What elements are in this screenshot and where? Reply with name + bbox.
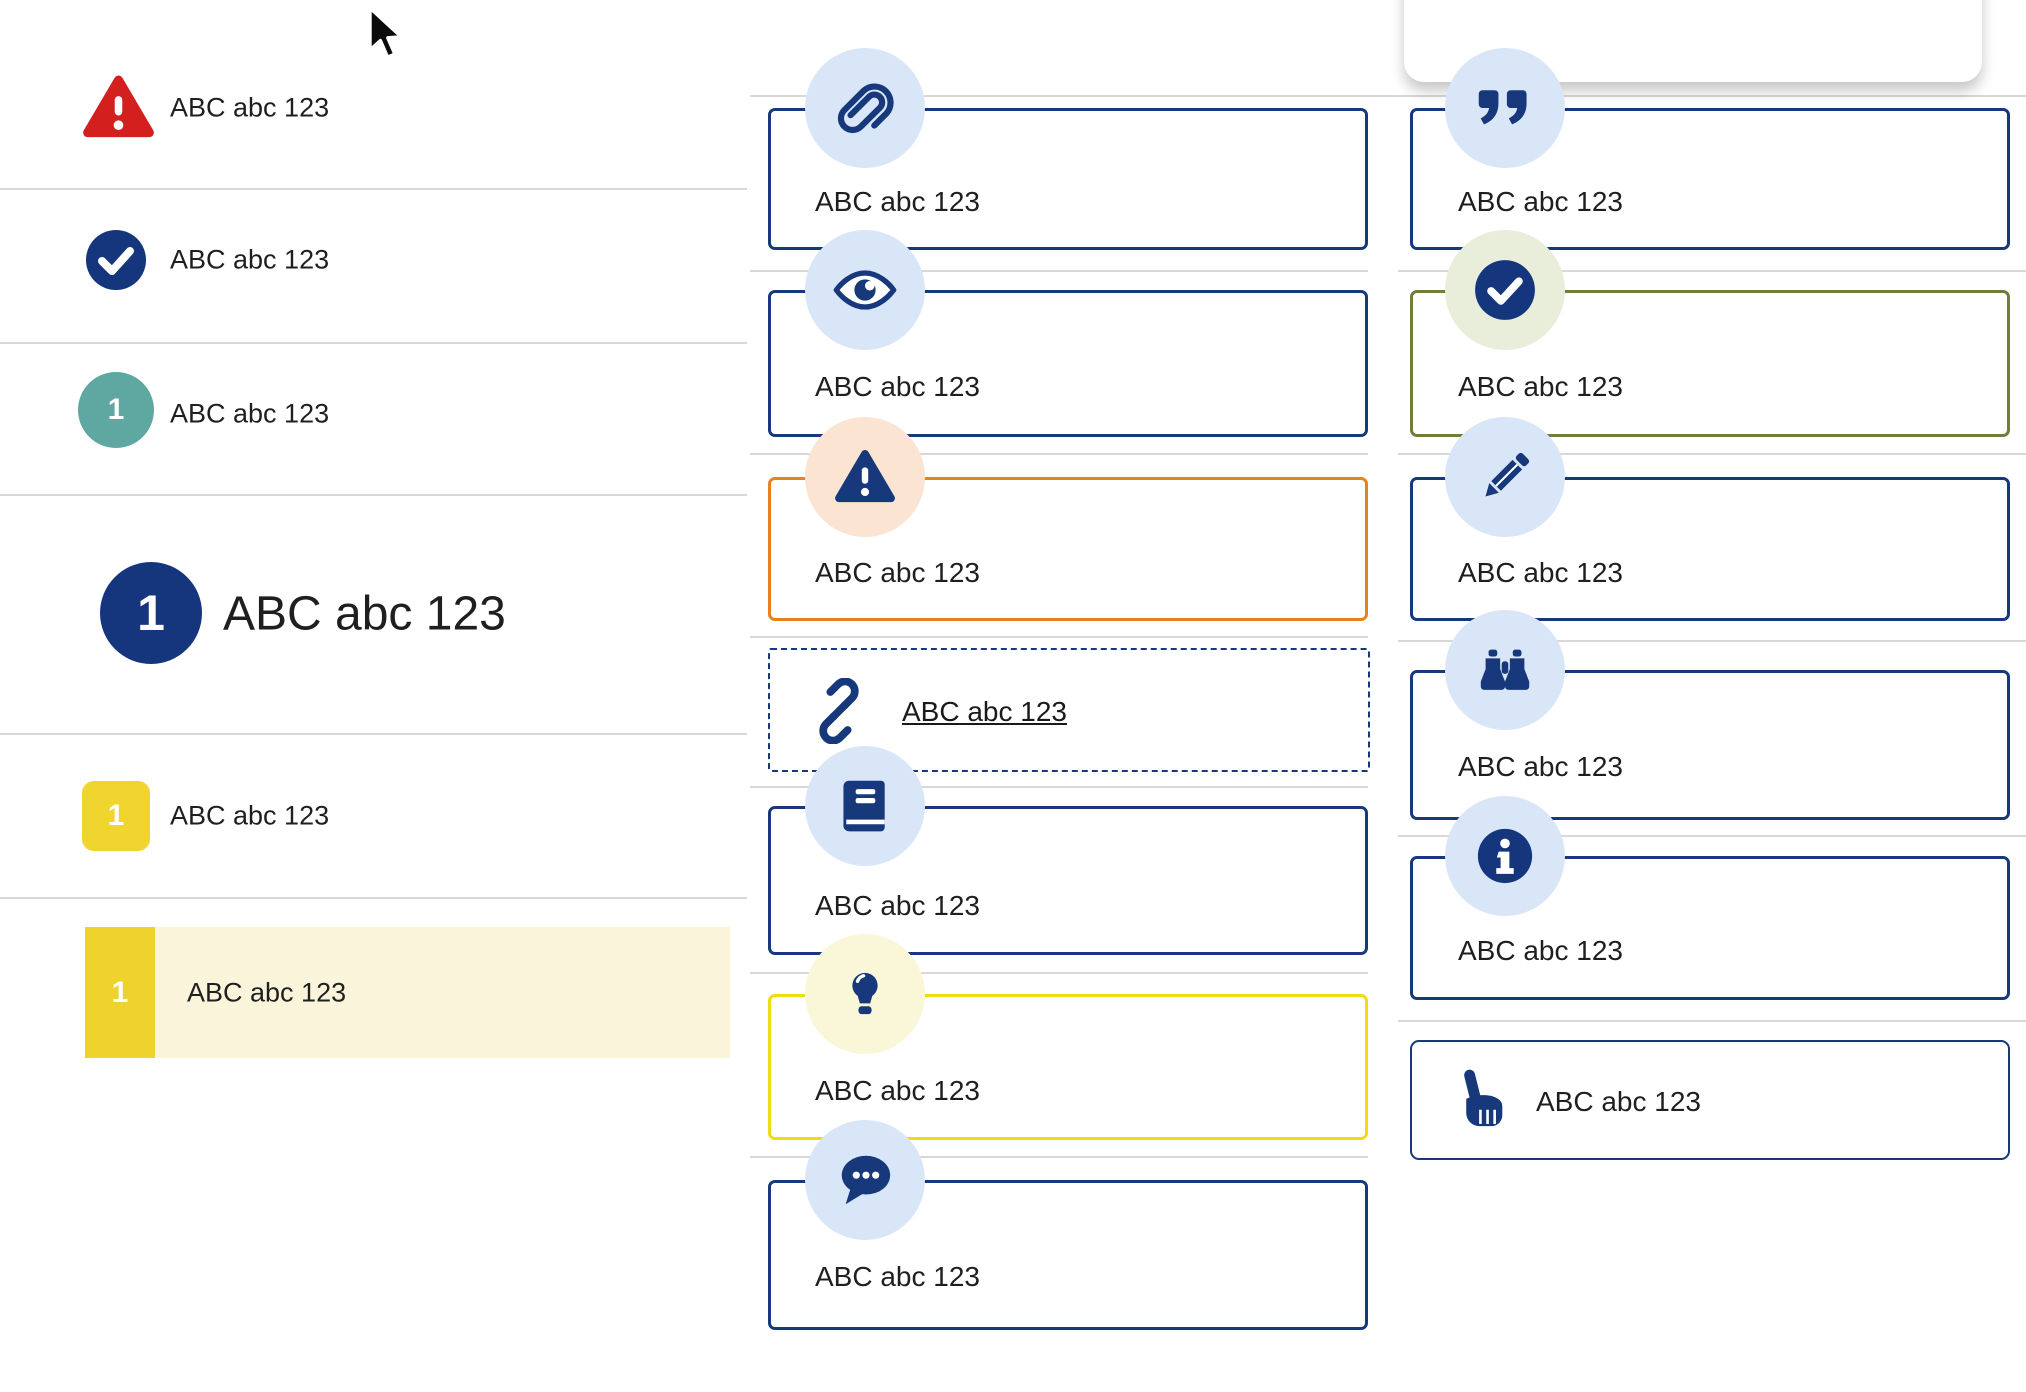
check-circle-icon — [84, 228, 148, 297]
divider — [1398, 1020, 2026, 1022]
eye-icon — [805, 230, 925, 350]
quote-right-icon — [1445, 48, 1565, 168]
divider — [0, 733, 747, 735]
list-item-label: ABC abc 123 — [223, 587, 506, 641]
callout-label: ABC abc 123 — [815, 557, 980, 588]
pencil-icon — [1445, 417, 1565, 537]
callout-card: ABC abc 123 — [1410, 477, 2010, 621]
list-item-label: ABC abc 123 — [170, 398, 330, 429]
list-item-label: ABC abc 123 — [170, 92, 330, 123]
divider — [750, 453, 1368, 455]
callout-card: ABC abc 123 — [768, 290, 1368, 437]
divider — [750, 270, 1368, 272]
divider — [1398, 835, 2026, 837]
list-item-label: ABC abc 123 — [187, 977, 347, 1008]
link-icon — [806, 677, 872, 749]
divider — [750, 1156, 1368, 1158]
callout-label: ABC abc 123 — [1458, 751, 1623, 782]
warning-triangle-icon — [82, 74, 155, 146]
number-badge: 1 — [82, 781, 150, 851]
divider — [0, 897, 747, 899]
list-item-highlighted[interactable]: 1 ABC abc 123 — [85, 927, 730, 1058]
book-icon — [805, 746, 925, 866]
callout-label: ABC abc 123 — [1458, 371, 1623, 402]
divider — [750, 972, 1368, 974]
comment-dots-icon — [805, 1120, 925, 1240]
binoculars-icon — [1445, 610, 1565, 730]
number-badge: 1 — [85, 927, 155, 1058]
divider — [0, 494, 747, 496]
number-badge: 1 — [100, 562, 202, 664]
callout-link[interactable]: ABC abc 123 — [902, 696, 1067, 727]
callout-label: ABC abc 123 — [1458, 557, 1623, 588]
divider — [0, 342, 747, 344]
callout-label: ABC abc 123 — [815, 186, 980, 217]
callout-label: ABC abc 123 — [1536, 1086, 1701, 1117]
list-item-label: ABC abc 123 — [170, 800, 330, 831]
divider — [0, 188, 747, 190]
divider — [1398, 270, 2026, 272]
info-circle-icon — [1445, 796, 1565, 916]
list-item-label: ABC abc 123 — [170, 244, 330, 275]
callout-label: ABC abc 123 — [1458, 186, 1623, 217]
callout-label: ABC abc 123 — [1458, 935, 1623, 966]
arrow-cursor-icon — [366, 6, 408, 69]
number-badge: 1 — [78, 372, 154, 448]
callout-card: ABC abc 123 — [1410, 670, 2010, 820]
divider — [750, 95, 2026, 97]
warning-triangle-icon — [805, 417, 925, 537]
lightbulb-icon — [805, 934, 925, 1054]
callout-label: ABC abc 123 — [815, 371, 980, 402]
paperclip-icon — [805, 48, 925, 168]
callout-label: ABC abc 123 — [815, 1075, 980, 1106]
hand-point-up-icon — [1452, 1066, 1522, 1141]
callout-label: ABC abc 123 — [815, 1261, 980, 1292]
divider — [1398, 640, 2026, 642]
check-circle-icon — [1445, 230, 1565, 350]
divider — [1398, 453, 2026, 455]
callout-label: ABC abc 123 — [815, 890, 980, 921]
divider — [750, 636, 1368, 638]
divider — [750, 786, 1368, 788]
action-callout-card[interactable]: ABC abc 123 — [1410, 1040, 2010, 1160]
